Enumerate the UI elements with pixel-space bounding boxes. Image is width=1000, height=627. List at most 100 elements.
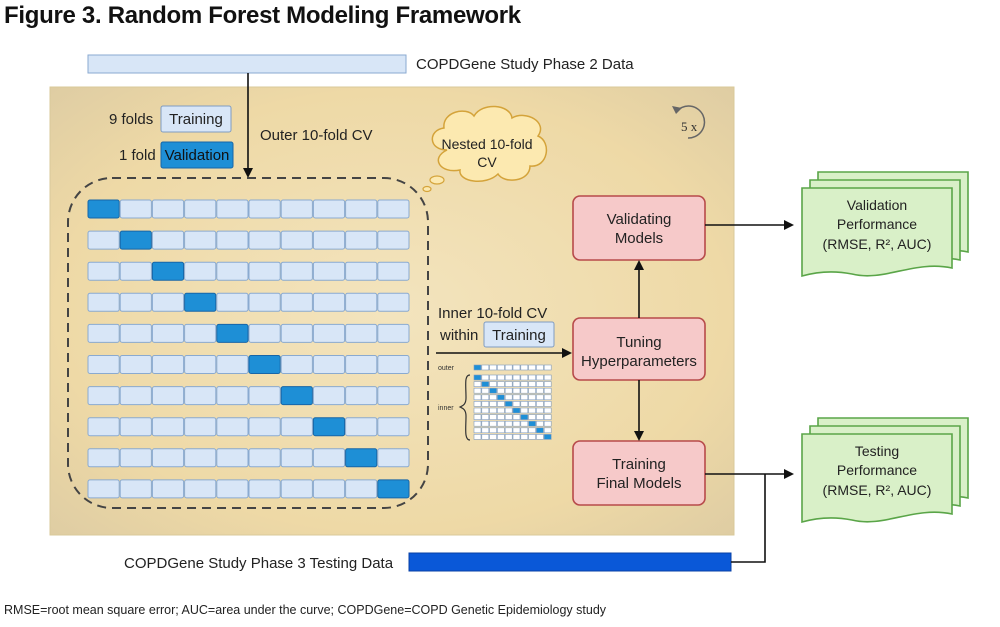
- training-fold-cell: [87, 417, 120, 437]
- mini-inner-cell: [489, 407, 497, 414]
- training-fold-cell: [345, 261, 378, 281]
- validation-fold-cell: [280, 386, 313, 406]
- training-fold-cell: [184, 479, 217, 499]
- mini-inner-cell: [536, 374, 544, 381]
- training-fold-cell: [345, 479, 378, 499]
- mini-inner-cell: [520, 374, 529, 381]
- mini-inner-cell: [543, 407, 552, 414]
- training-fold-cell: [280, 199, 313, 219]
- training-fold-cell: [216, 417, 249, 437]
- training-fold-cell: [119, 355, 152, 374]
- mini-inner-cell: [481, 407, 490, 414]
- mini-inner-cell: [536, 420, 544, 427]
- training-fold-cell: [151, 199, 185, 219]
- training-fold-cell: [184, 261, 217, 281]
- mini-inner-cell: [481, 381, 490, 387]
- validation-fold-cell: [377, 479, 410, 499]
- mini-inner-cell: [520, 394, 529, 401]
- mini-inner-cell: [504, 407, 513, 414]
- training-fold-cell: [280, 292, 313, 312]
- training-fold-cell: [216, 199, 249, 219]
- mini-inner-cell: [504, 394, 513, 401]
- training-fold-cell: [345, 199, 378, 219]
- mini-inner-cell: [489, 394, 497, 401]
- repeat-label: 5 x: [681, 119, 698, 134]
- training-fold-cell: [345, 323, 378, 343]
- mini-inner-cell: [481, 427, 490, 434]
- training-fold-cell: [312, 479, 346, 499]
- mini-inner-cell: [512, 401, 521, 407]
- mini-inner-cell: [473, 381, 482, 387]
- mini-inner-cell: [520, 420, 529, 427]
- mini-inner-label: inner: [438, 405, 454, 412]
- mini-inner-cell: [536, 427, 544, 434]
- training-fold-cell: [151, 386, 185, 406]
- mini-inner-cell: [536, 401, 544, 407]
- training-fold-cell: [248, 261, 281, 281]
- training-fold-cell: [184, 199, 217, 219]
- phase2-data-bar: [87, 54, 407, 74]
- training-fold-cell: [184, 448, 217, 468]
- mini-inner-cell: [528, 420, 536, 427]
- training-fold-cell: [280, 323, 313, 343]
- mini-inner-cell: [489, 414, 497, 420]
- mini-inner-cell: [504, 420, 513, 427]
- mini-inner-cell: [528, 374, 536, 381]
- training-fold-cell: [248, 448, 281, 468]
- training-fold-cell: [280, 230, 313, 250]
- validating-line2: Models: [615, 230, 663, 247]
- mini-inner-cell: [528, 407, 536, 414]
- mini-inner-cell: [473, 407, 482, 414]
- outer-cv-label: Outer 10-fold CV: [260, 127, 373, 144]
- mini-inner-cell: [481, 394, 490, 401]
- mini-inner-cell: [520, 387, 529, 394]
- training-fold-cell: [345, 417, 378, 437]
- training-fold-cell: [280, 448, 313, 468]
- training-fold-cell: [151, 448, 185, 468]
- mini-outer-cell: [504, 364, 513, 371]
- mini-inner-cell: [504, 414, 513, 420]
- validating-models-box: [572, 195, 706, 261]
- mini-inner-cell: [512, 374, 521, 381]
- mini-inner-cell: [543, 381, 552, 387]
- mini-inner-cell: [473, 414, 482, 420]
- validation-legend-label: Validation: [165, 147, 230, 164]
- training-fold-cell: [248, 417, 281, 437]
- mini-inner-cell: [497, 407, 505, 414]
- validation-output-metrics: (RMSE, R², AUC): [823, 236, 932, 252]
- mini-inner-cell: [497, 387, 505, 394]
- training-fold-cell: [312, 261, 346, 281]
- training-fold-cell: [280, 417, 313, 437]
- testing-performance-stack: Testing Performance (RMSE, R², AUC): [801, 417, 969, 524]
- mini-inner-cell: [543, 420, 552, 427]
- validation-fold-cell: [87, 199, 120, 219]
- training-fold-cell: [87, 323, 120, 343]
- training-fold-cell: [280, 355, 313, 374]
- mini-inner-cell: [512, 414, 521, 420]
- mini-inner-cell: [512, 427, 521, 434]
- mini-inner-cell: [520, 414, 529, 420]
- training-fold-cell: [377, 355, 410, 374]
- training-fold-cell: [312, 386, 346, 406]
- training-fold-cell: [377, 323, 410, 343]
- training-fold-cell: [151, 417, 185, 437]
- validation-output-line1: Validation: [847, 197, 907, 213]
- validation-fold-cell: [345, 448, 378, 468]
- training-fold-cell: [377, 417, 410, 437]
- inner-training-box: [483, 321, 555, 348]
- mini-inner-cell: [481, 434, 490, 440]
- mini-inner-cell: [512, 434, 521, 440]
- training-fold-cell: [216, 261, 249, 281]
- training-fold-cell: [151, 479, 185, 499]
- mini-outer-cell: [543, 364, 552, 371]
- mini-inner-cell: [520, 381, 529, 387]
- mini-inner-cell: [528, 387, 536, 394]
- mini-inner-cell: [543, 434, 552, 440]
- training-legend-box: [160, 105, 232, 133]
- training-fold-cell: [280, 479, 313, 499]
- tuning-line1: Tuning: [616, 334, 661, 351]
- nested-cv-line2: CV: [477, 154, 497, 170]
- mini-inner-cell: [536, 407, 544, 414]
- training-legend-label: Training: [169, 111, 223, 128]
